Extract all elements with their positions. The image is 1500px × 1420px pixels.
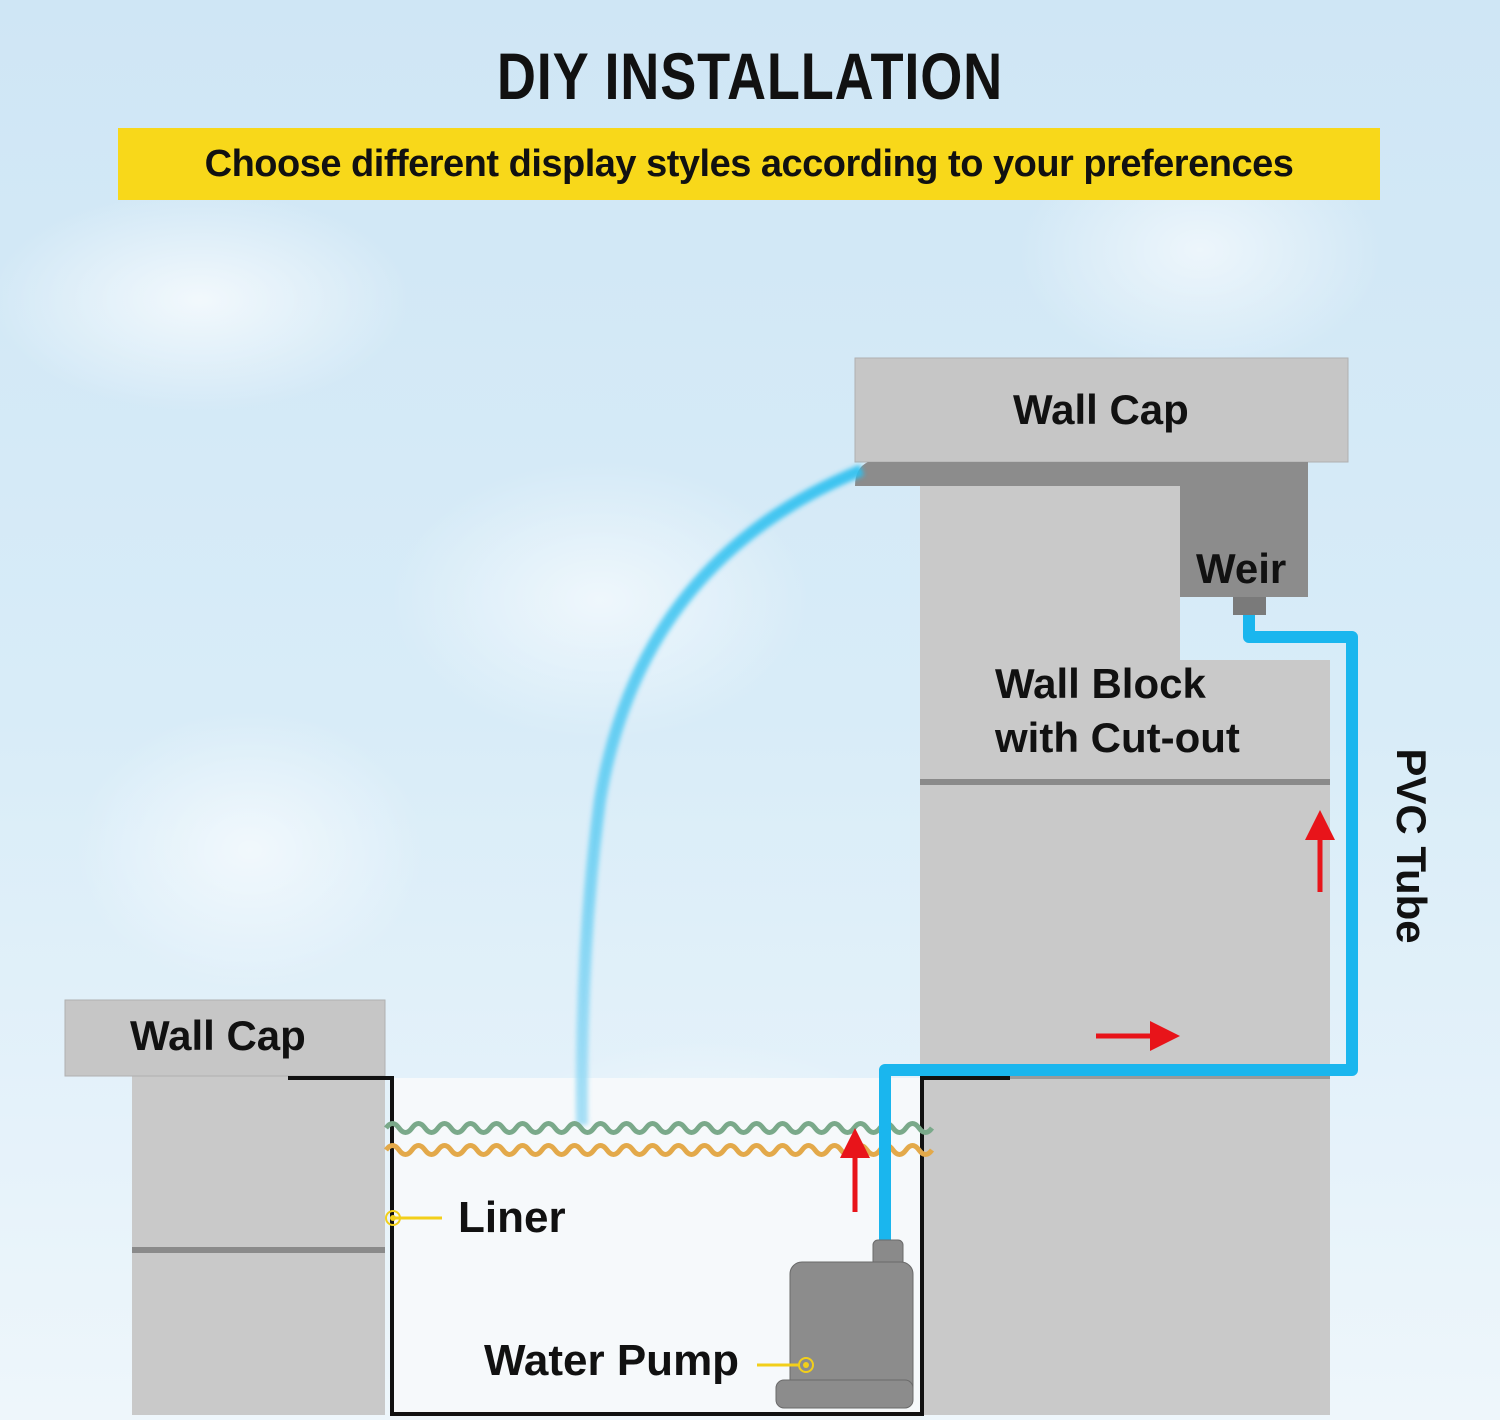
page-title: DIY INSTALLATION [496, 39, 1004, 113]
pump-callout [757, 1357, 814, 1373]
weir [855, 462, 1308, 597]
water-stream [575, 464, 865, 1126]
pvc-tube-label: PVC Tube [1388, 748, 1435, 944]
subtitle-banner: Choose different display styles accordin… [204, 142, 1294, 185]
liner-label: Liner [458, 1193, 566, 1242]
water-pump [775, 1239, 914, 1409]
weir-nozzle [1233, 597, 1266, 615]
water-pump-label: Water Pump [484, 1336, 740, 1385]
pool-outline [288, 1076, 1010, 1416]
wall-cap-left [64, 999, 386, 1077]
wall-cap-right-label: Wall Cap [1013, 386, 1189, 433]
pvc-tube [879, 615, 1358, 1245]
left-wall [132, 1075, 385, 1415]
wall-block-label-line2: with Cut-out [995, 714, 1240, 761]
wall-cap-right [854, 357, 1349, 463]
wall-block-label: Wall Block [995, 660, 1206, 707]
wall-cap-left-label: Wall Cap [130, 1012, 306, 1059]
liner-callout [385, 1210, 442, 1226]
weir-label: Weir [1196, 545, 1287, 592]
banner-background [118, 128, 1380, 200]
right-wall [920, 486, 1330, 1415]
